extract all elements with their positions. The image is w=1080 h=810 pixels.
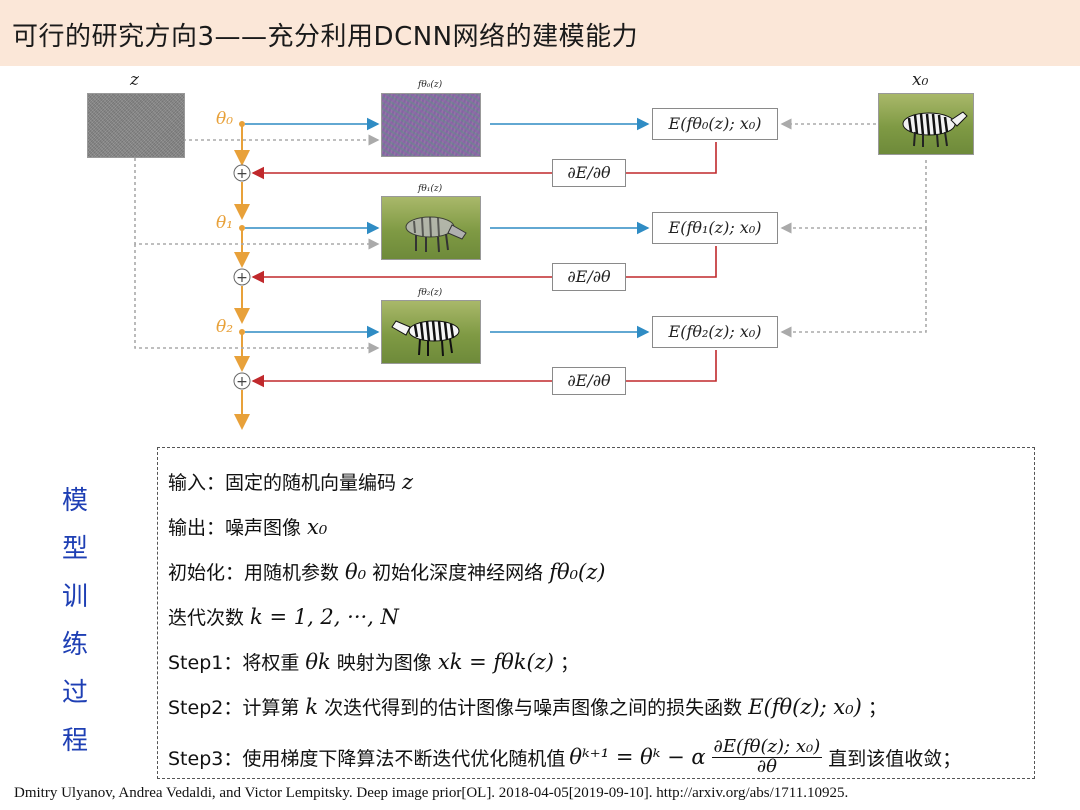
algorithm-box <box>157 447 1035 779</box>
algo-step3-end: 直到该值收敛； <box>828 747 962 770</box>
algo-output-math: x₀ <box>307 515 328 539</box>
algo-iters-text: 迭代次数 <box>168 607 251 629</box>
algo-step2-text: Step2：计算第 <box>168 697 306 719</box>
x0-input-path <box>780 160 927 234</box>
algo-step3-update: θᵏ⁺¹ = θᵏ − α <box>569 745 706 770</box>
page-title: 可行的研究方向3——充分利用DCNN网络的建模能力 <box>12 22 639 52</box>
algo-init-network: fθ₀(z) <box>549 560 606 584</box>
generated-image-2 <box>381 300 481 364</box>
generated-image-0 <box>381 93 481 157</box>
f-theta1-label: fθ₁(z) <box>418 184 443 194</box>
sum-node <box>233 372 251 390</box>
algo-output-text: 输出：噪声图像 <box>168 517 308 539</box>
algo-init-text2: 初始化深度神经网络 <box>366 562 550 584</box>
algo-step1-line: Step1：将权重 θk 映射为图像 xk = fθk(z) ； <box>168 648 579 675</box>
gradient-path <box>626 350 717 382</box>
side-label-char: 模 <box>61 486 88 516</box>
diagram-lines: + + + <box>134 117 927 430</box>
theta0-label: θ₀ <box>216 109 234 129</box>
noise-input-image <box>87 93 185 158</box>
algo-iters-math: k = 1, 2, ···, N <box>250 605 399 629</box>
title-bar: 可行的研究方向3——充分利用DCNN网络的建模能力 <box>0 0 1080 66</box>
z-input-path <box>134 158 380 250</box>
z-label: z <box>130 70 139 90</box>
algo-iters-line: 迭代次数 k = 1, 2, ···, N <box>168 603 399 630</box>
energy-box-0: E(fθ₀(z); x₀) <box>652 108 778 140</box>
algo-step2-k: k <box>305 695 319 719</box>
algo-init-theta: θ₀ <box>345 560 367 584</box>
training-diagram: + + + z x₀ <box>0 66 1080 446</box>
algo-output-line: 输出：噪声图像 x₀ <box>168 513 327 540</box>
sum-node <box>233 268 251 286</box>
side-label-char: 训 <box>61 582 88 612</box>
gradient-box-1: ∂E/∂θ <box>552 263 626 291</box>
generated-image-1 <box>381 196 481 260</box>
side-label-char: 型 <box>61 534 88 564</box>
algo-step2-line: Step2：计算第 k 次迭代得到的估计图像与噪声图像之间的损失函数 E(fθ(… <box>168 693 887 720</box>
energy-box-2: E(fθ₂(z); x₀) <box>652 316 778 348</box>
algo-step2-text2: 次迭代得到的估计图像与噪声图像之间的损失函数 <box>318 697 749 719</box>
algo-step3-text: Step3：使用梯度下降算法不断迭代优化随机值 <box>168 747 566 770</box>
algo-input-line: 输入：固定的随机向量编码 z <box>168 468 413 495</box>
algo-input-text: 输入：固定的随机向量编码 <box>168 472 403 494</box>
algo-init-line: 初始化：用随机参数 θ₀ 初始化深度神经网络 fθ₀(z) <box>168 558 606 585</box>
algo-step1-text: Step1：将权重 <box>168 652 306 674</box>
theta2-label: θ₂ <box>216 317 234 337</box>
sum-node <box>233 164 251 182</box>
citation: Dmitry Ulyanov, Andrea Vedaldi, and Vict… <box>14 785 849 801</box>
algo-step3-denominator: ∂θ <box>756 755 777 777</box>
gradient-path <box>626 142 717 174</box>
x0-input-path <box>780 228 927 338</box>
zebra-target-image <box>878 93 974 155</box>
algo-step1-text2: 映射为图像 <box>330 652 438 674</box>
algo-init-text: 初始化：用随机参数 <box>168 562 346 584</box>
algo-step3-line: Step3：使用梯度下降算法不断迭代优化随机值 θᵏ⁺¹ = θᵏ − α ∂E… <box>168 736 962 777</box>
side-label-char: 过 <box>61 678 88 708</box>
side-label-char: 程 <box>61 726 88 756</box>
f-theta2-label: fθ₂(z) <box>418 288 443 298</box>
algo-step3-fraction: ∂E(fθ(z); x₀) ∂θ <box>711 736 823 777</box>
plus-sign: + <box>236 166 248 182</box>
z-input-path <box>134 244 380 354</box>
theta1-label: θ₁ <box>216 213 234 233</box>
gradient-box-0: ∂E/∂θ <box>552 159 626 187</box>
gradient-path <box>626 246 717 278</box>
algo-step2-loss: E(fθ(z); x₀) <box>748 695 862 719</box>
plus-sign: + <box>236 374 248 390</box>
plus-sign: + <box>236 270 248 286</box>
algo-input-math: z <box>402 470 414 494</box>
side-label-char: 练 <box>61 630 88 660</box>
algo-step2-end: ； <box>861 697 887 719</box>
gradient-box-2: ∂E/∂θ <box>552 367 626 395</box>
algo-step1-theta: θk <box>305 650 331 674</box>
x0-label: x₀ <box>912 70 929 90</box>
energy-box-1: E(fθ₁(z); x₀) <box>652 212 778 244</box>
algo-step1-end: ； <box>553 652 580 674</box>
algo-step1-map: xk = fθk(z) <box>437 650 554 674</box>
f-theta0-label: fθ₀(z) <box>418 80 443 90</box>
algo-step3-numerator: ∂E(fθ(z); x₀) <box>711 736 823 758</box>
